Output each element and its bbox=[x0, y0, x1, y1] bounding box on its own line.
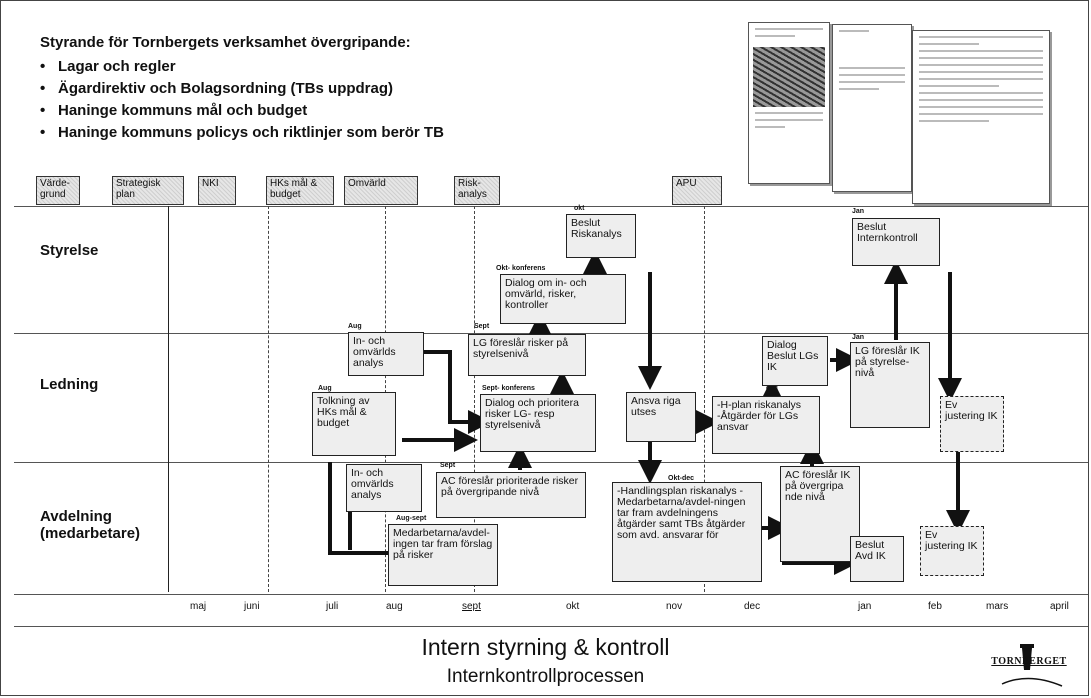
box-dialog-omvarld: Dialog om in- och omvärld, risker, kontr… bbox=[500, 274, 626, 324]
row-label-avdelning: Avdelning (medarbetare) bbox=[40, 508, 141, 542]
timeline-divider bbox=[474, 206, 475, 592]
box-handlingsplan: -Handlingsplan riskanalys - Medarbetarna… bbox=[612, 482, 762, 582]
box-ansvariga: Ansva riga utses bbox=[626, 392, 696, 442]
document-thumbnail-3 bbox=[912, 30, 1050, 204]
month-label: sept bbox=[462, 601, 481, 612]
bullet-item: Haninge kommuns policys och riktlinjer s… bbox=[40, 122, 444, 144]
tag-strategisk-plan: Strategisk plan bbox=[112, 176, 184, 205]
tower-icon bbox=[1001, 644, 1063, 687]
page-subtitle: Internkontrollprocessen bbox=[446, 666, 645, 687]
tag-riskanalys: Risk-analys bbox=[454, 176, 500, 205]
grid-line bbox=[14, 594, 1088, 595]
box-tolkning: Tolkning av HKs mål & budget bbox=[312, 392, 396, 456]
box-beslut-internkontroll: Beslut Internkontroll bbox=[852, 218, 940, 266]
box-ev-justering-ledning: Ev justering IK bbox=[940, 396, 1004, 452]
box-ac-foreslar-ik: AC föreslår IK på övergripa nde nivå bbox=[780, 466, 860, 562]
timing-label: Jan bbox=[852, 334, 865, 341]
box-ev-justering-avd: Ev justering IK bbox=[920, 526, 984, 576]
tag-apu: APU bbox=[672, 176, 722, 205]
box-lg-foreslar: LG föreslår risker på styrelsenivå bbox=[468, 334, 586, 376]
grid-line bbox=[14, 206, 1088, 207]
month-label: nov bbox=[666, 601, 683, 612]
row-label-ledning: Ledning bbox=[40, 376, 99, 393]
timeline-divider bbox=[168, 206, 169, 592]
month-label: mars bbox=[986, 601, 1009, 612]
timing-label: Sept- konferens bbox=[482, 385, 535, 392]
document-thumbnail-1 bbox=[748, 22, 830, 184]
box-in-omvarld-avd: In- och omvärlds analys bbox=[346, 464, 422, 512]
month-label: april bbox=[1050, 601, 1069, 612]
bullet-item: Haninge kommuns mål och budget bbox=[40, 100, 444, 122]
box-ac-foreslar-prioriterade: AC föreslår prioriterade risker på överg… bbox=[436, 472, 586, 518]
box-beslut-avd-ik: Beslut Avd IK bbox=[850, 536, 904, 582]
box-h-plan: -H-plan riskanalys -Åtgärder för LGs ans… bbox=[712, 396, 820, 454]
timing-label: Okt-dec bbox=[668, 475, 695, 482]
timing-label: Sept bbox=[440, 462, 456, 469]
timing-label: Aug bbox=[318, 385, 332, 392]
tag-vardegrund: Värde-grund bbox=[36, 176, 80, 205]
month-label: jan bbox=[858, 601, 872, 612]
month-label: maj bbox=[190, 601, 207, 612]
grid-line bbox=[14, 462, 1088, 463]
intro-title: Styrande för Tornbergets verksamhet över… bbox=[40, 34, 411, 51]
box-medarbetarna: Medarbetarna/avdel-ingen tar fram försla… bbox=[388, 524, 498, 586]
month-label: juli bbox=[326, 601, 339, 612]
month-label: okt bbox=[566, 601, 580, 612]
month-label: feb bbox=[928, 601, 942, 612]
timeline-divider bbox=[704, 206, 705, 592]
tag-omvarld: Omvärld bbox=[344, 176, 418, 205]
tag-nki: NKI bbox=[198, 176, 236, 205]
document-thumbnail-2 bbox=[832, 24, 912, 192]
timing-label: okt bbox=[574, 205, 585, 212]
timing-label: Aug-sept bbox=[396, 515, 427, 522]
timing-label: Sept bbox=[474, 323, 490, 330]
tornberget-logo: TORNBERGET bbox=[982, 640, 1076, 690]
tag-hks-mal-budget: HKs mål & budget bbox=[266, 176, 334, 205]
box-dialog-prioritera: Dialog och prioritera risker LG- resp st… bbox=[480, 394, 596, 452]
box-dialog-beslut-lg: Dialog Beslut LGs IK bbox=[762, 336, 828, 386]
month-label: aug bbox=[386, 601, 403, 612]
logo-text: TORNBERGET bbox=[991, 656, 1067, 667]
month-label: dec bbox=[744, 601, 761, 612]
bullet-item: Ägardirektiv och Bolagsordning (TBs uppd… bbox=[40, 78, 444, 100]
timeline-divider bbox=[268, 206, 269, 592]
box-lg-foreslar-ik: LG föreslår IK på styrelse-nivå bbox=[850, 342, 930, 428]
page-title: Intern styrning & kontroll bbox=[421, 634, 670, 660]
bullet-item: Lagar och regler bbox=[40, 56, 444, 78]
month-label: juni bbox=[244, 601, 260, 612]
box-in-omvarld-ledning: In- och omvärlds analys bbox=[348, 332, 424, 376]
timing-label: Jan bbox=[852, 208, 865, 215]
row-label-styrelse: Styrelse bbox=[40, 242, 99, 259]
box-beslut-riskanalys: Beslut Riskanalys bbox=[566, 214, 636, 258]
timing-label: Aug bbox=[348, 323, 362, 330]
intro-bullets: Lagar och regler Ägardirektiv och Bolags… bbox=[40, 56, 444, 144]
grid-line bbox=[14, 626, 1088, 627]
timing-label: Okt- konferens bbox=[496, 265, 546, 272]
